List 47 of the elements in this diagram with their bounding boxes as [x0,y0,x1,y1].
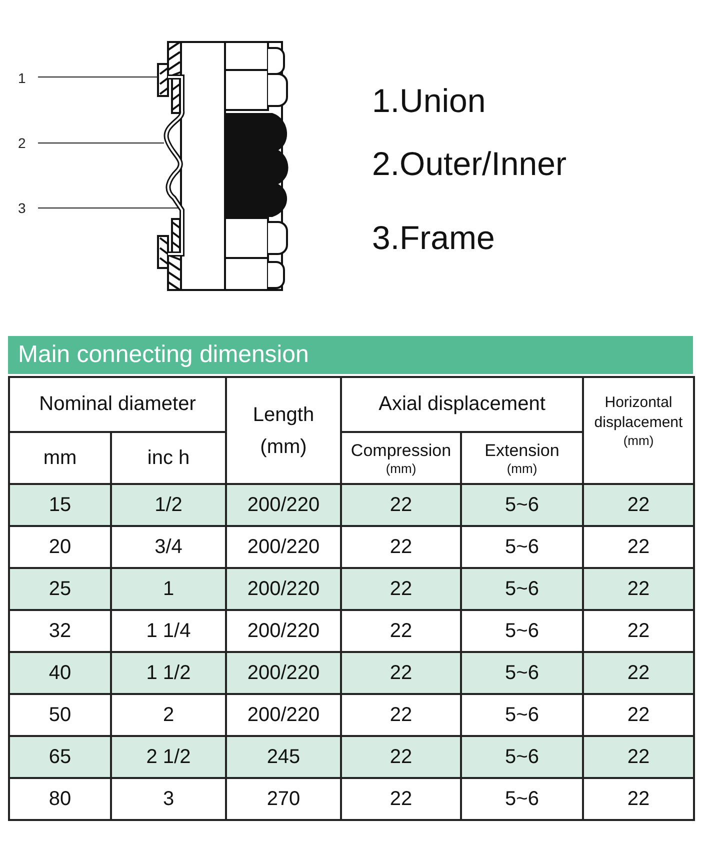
table-cell: 80 [9,778,111,820]
column-header: Extension [484,440,560,460]
table-cell: 200/220 [226,568,341,610]
column-header: Axial displacement [341,377,583,432]
table-cell: 22 [583,484,694,526]
table-cell: 5~6 [461,568,583,610]
table-cell: 22 [341,568,461,610]
callout-number: 3 [18,200,26,216]
unit-label: (mm) [622,433,655,448]
table-cell: 1/2 [111,484,226,526]
table-cell: 65 [9,736,111,778]
table-cell: 15 [9,484,111,526]
table-cell: 245 [226,736,341,778]
table-cell: 5~6 [461,652,583,694]
column-header: Horizontal displacement [593,393,684,433]
callout-number: 2 [18,135,26,151]
part-name: 2.Outer/Inner [372,145,566,183]
table-cell: 22 [583,568,694,610]
leader-line [38,76,158,78]
column-header: Compression [350,440,452,460]
table-cell: 2 1/2 [111,736,226,778]
table-cell: 22 [583,652,694,694]
table-cell: 22 [341,484,461,526]
column-header: Nominal diameter [9,377,226,432]
unit-label: (mm) [506,460,538,476]
table-heading: Main connecting dimension [8,336,693,374]
table-cell: 200/220 [226,652,341,694]
unit-label: (mm) [384,460,418,476]
table-cell: 22 [341,736,461,778]
part-name: 3.Frame [372,219,495,257]
table-cell: 22 [341,652,461,694]
table-cell: 1 1/2 [111,652,226,694]
table-cell: 5~6 [461,736,583,778]
table-cell: 5~6 [461,778,583,820]
table-cell: 5~6 [461,484,583,526]
table-cell: 1 [111,568,226,610]
table-cell: 40 [9,652,111,694]
leader-line [38,142,164,144]
table-cell: 22 [583,736,694,778]
table-cell: 200/220 [226,484,341,526]
table-cell: 22 [583,778,694,820]
table-cell: 22 [341,778,461,820]
table-cell: 25 [9,568,111,610]
callout-number: 1 [18,70,26,86]
part-name: 1.Union [372,82,486,120]
table-cell: 3 [111,778,226,820]
table-cell: 270 [226,778,341,820]
